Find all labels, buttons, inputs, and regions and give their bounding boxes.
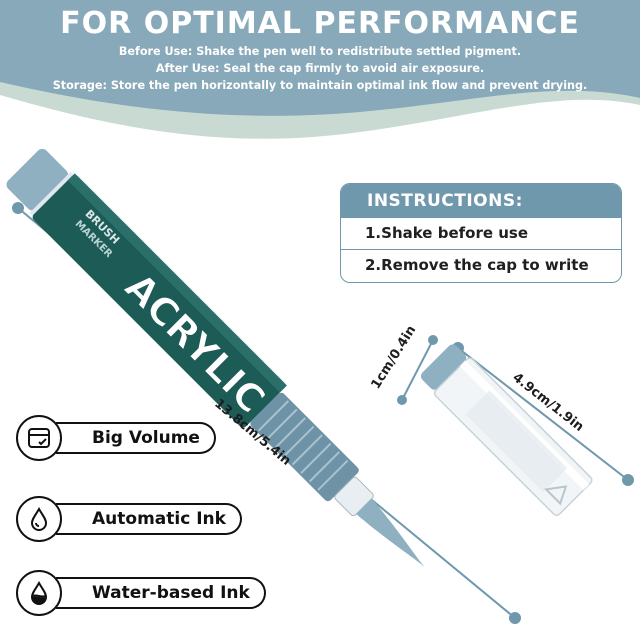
feature-label: Automatic Ink [56,503,242,535]
feature-icon-circle [16,570,62,616]
header-band [0,0,640,139]
cap-width-dimension-line [397,335,438,405]
note-storage: Storage: Store the pen horizontally to m… [52,79,588,92]
pen-barrel [32,174,286,428]
pen-grip [250,392,359,502]
feature-icon-circle [16,496,62,542]
feature-label: Water-based Ink [56,577,266,609]
pen-brush-tip [356,498,425,568]
instruction-step-2: 2.Remove the cap to write [341,249,621,281]
ink-drop-icon [30,507,48,531]
note-before-use: Before Use: Shake the pen well to redist… [118,45,522,58]
feature-label: Big Volume [56,422,216,454]
instructions-heading: INSTRUCTIONS: [341,184,621,218]
instructions-box: INSTRUCTIONS: 1.Shake before use 2.Remov… [340,183,622,283]
water-drop-icon [30,581,48,605]
volume-card-icon [28,428,50,448]
feature-icon-circle [16,415,62,461]
note-after-use: After Use: Seal the cap firmly to avoid … [155,62,485,75]
pen-barrel-text: ACRYLIC [116,265,273,422]
usage-notes: Before Use: Shake the pen well to redist… [0,43,640,94]
page-title: FOR OPTIMAL PERFORMANCE [60,6,580,41]
header-band-wave [0,0,640,116]
instruction-step-1: 1.Shake before use [365,224,529,242]
pen-cap [420,344,593,517]
pen-end-cap [6,148,69,211]
